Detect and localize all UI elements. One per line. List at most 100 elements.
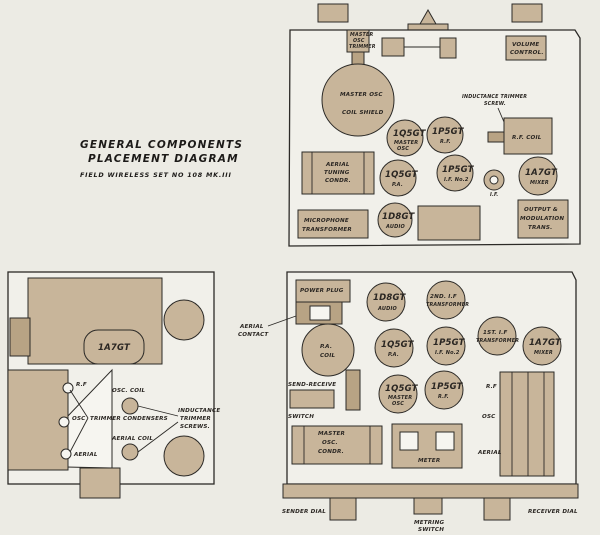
if2-transformer xyxy=(426,280,466,320)
side-view-front-block xyxy=(7,369,69,471)
send-receive-label-1: SEND-RECEIVE xyxy=(288,382,336,388)
if1-transformer-label-2: TRANSFORMER xyxy=(476,338,519,344)
metring-switch-label-1: METRING xyxy=(414,520,444,526)
bottom-right-chassis-view: POWER PLUG AERIAL CONTACT P.A. COIL SEND… xyxy=(238,271,579,533)
br-tube-1a7gt-mixer-role: MIXER xyxy=(534,350,553,356)
top-knob-left xyxy=(317,3,349,23)
coil-shield-label-1: MASTER OSC xyxy=(340,92,383,98)
metring-switch-label-2: SWITCH xyxy=(418,527,444,533)
output-modulation-transformer xyxy=(517,199,569,239)
br-tube-1p5gt-if2-role: I.F. No.2 xyxy=(435,350,460,356)
tube-1q5gt-master-osc-role-1: MASTER xyxy=(394,140,418,146)
br-tube-1q5gt-master-osc-type: 1Q5GT xyxy=(385,384,419,394)
inductance-trimmer-leader xyxy=(497,107,505,123)
output-modulation-label-2: MODULATION xyxy=(520,216,564,222)
br-tube-1a7gt-mixer-type: 1A7GT xyxy=(529,338,562,348)
side-view-disc-top xyxy=(163,299,205,341)
master-osc-condr-label-2: OSC. xyxy=(322,440,338,446)
bottom-left-side-view: 1A7GT R.F OSC AERIAL OSC. COIL AERIAL CO… xyxy=(7,271,220,499)
if2-transformer-label-2: TRANSFORMER xyxy=(426,302,469,308)
tube-1a7gt-mixer xyxy=(518,156,558,196)
rf-coil xyxy=(503,117,553,155)
tube-1p5gt-if2-type: 1P5GT xyxy=(442,165,475,175)
receiver-dial-label: RECEIVER DIAL xyxy=(528,509,578,515)
if-can-core xyxy=(489,175,499,185)
coil-shield-label-2: COIL SHIELD xyxy=(342,110,384,116)
tube-1q5gt-pa-type: 1Q5GT xyxy=(385,170,419,180)
aerial-contact-label-1: AERIAL xyxy=(239,324,264,330)
inductance-screws-leader-1 xyxy=(137,405,179,417)
front-panel-base xyxy=(282,483,579,499)
master-osc-trimmer-label-2: OSC xyxy=(353,38,365,44)
power-plug-label: POWER PLUG xyxy=(300,288,344,294)
inductance-screws-leader-2 xyxy=(137,421,179,453)
br-tube-1d8gt-audio-role: AUDIO xyxy=(377,306,398,312)
tube-1d8gt-audio-type: 1D8GT xyxy=(382,212,416,222)
br-tube-1p5gt-rf-role: R.F. xyxy=(438,394,449,400)
master-osc-coil-shield xyxy=(321,63,395,137)
br-tube-1a7gt-mixer xyxy=(522,326,562,366)
volume-control xyxy=(505,35,547,61)
tube-1p5gt-if2 xyxy=(436,154,474,192)
sender-dial xyxy=(329,497,357,521)
aerial-contact-label-2: CONTACT xyxy=(238,332,269,338)
pa-coil xyxy=(301,323,355,377)
trimmer-condensers-label: TRIMMER CONDENSERS xyxy=(90,416,168,422)
inductance-trimmer-screw-label-2: SCREW. xyxy=(484,101,506,107)
tube-1q5gt-master-osc-type: 1Q5GT xyxy=(393,129,427,139)
top-knob-right xyxy=(511,3,543,23)
aerial-coil xyxy=(121,443,139,461)
top-chassis-view: MASTER OSC TRIMMER VOLUME CONTROL. MASTE… xyxy=(288,3,581,247)
side-tube-1a7gt-label: 1A7GT xyxy=(98,343,131,353)
side-view-bracket xyxy=(9,317,31,357)
metring-switch xyxy=(413,497,443,515)
side-label-osc-left: OSC xyxy=(72,416,86,422)
inductance-trimmer-screw-label-1: INDUCTANCE TRIMMER xyxy=(462,94,527,100)
br-tube-1d8gt-audio xyxy=(366,282,406,322)
br-tube-1q5gt-pa-role: P.A. xyxy=(388,352,399,358)
side-label-rf-left: R.F xyxy=(76,382,87,388)
aerial-tuning-label-2: TUNING xyxy=(324,170,350,176)
br-tube-1p5gt-if2 xyxy=(426,326,466,366)
trimmer-osc xyxy=(58,416,70,428)
osc-coil xyxy=(121,397,139,415)
tube-1d8gt-audio xyxy=(377,202,413,238)
title-line-2: PLACEMENT DIAGRAM xyxy=(88,153,239,165)
trimmer-leader-2 xyxy=(69,417,89,453)
meter-terminal-right xyxy=(435,431,455,451)
if-can-label: I.F. xyxy=(490,192,498,198)
br-tube-1p5gt-if2-type: 1P5GT xyxy=(433,338,466,348)
master-osc-condr-label-1: MASTER xyxy=(318,431,345,437)
side-view-disc-bottom xyxy=(163,435,205,477)
tube-1p5gt-rf xyxy=(426,116,464,154)
sender-dial-label: SENDER DIAL xyxy=(282,509,326,515)
rf-coil-label: R.F. COIL xyxy=(512,135,542,141)
tube-1d8gt-audio-role: AUDIO xyxy=(385,224,406,230)
br-tube-1q5gt-master-osc xyxy=(378,374,418,414)
volume-control-label-2: CONTROL. xyxy=(510,50,544,56)
br-tube-1p5gt-rf xyxy=(424,370,464,410)
br-tube-1q5gt-master-osc-role-1: MASTER xyxy=(388,395,412,401)
pa-coil-label-1: P.A. xyxy=(320,344,332,350)
power-plug-pins xyxy=(309,305,331,321)
tube-1p5gt-if2-role: I.F. No.2 xyxy=(444,177,469,183)
receiver-dial xyxy=(483,497,511,521)
side-label-osc: OSC xyxy=(482,414,496,420)
br-tube-1q5gt-pa xyxy=(374,328,414,368)
meter-label: METER xyxy=(418,458,440,464)
top-antenna-stub xyxy=(419,8,437,25)
tube-1q5gt-pa xyxy=(379,159,417,197)
inductance-screws-label-2: TRIMMER xyxy=(180,416,211,422)
tube-1q5gt-master-osc-role-2: OSC xyxy=(397,146,409,152)
top-small-component-2 xyxy=(439,37,457,59)
trimmer-rf xyxy=(62,382,74,394)
tuning-coil-assembly xyxy=(499,371,555,477)
trimmer-leader-1 xyxy=(69,389,89,419)
microphone-transformer xyxy=(297,209,369,239)
br-tube-1p5gt-rf-type: 1P5GT xyxy=(431,382,464,392)
side-tube-1a7gt xyxy=(83,329,145,365)
tube-1q5gt-master-osc xyxy=(386,119,424,157)
if2-transformer-label-1: 2ND. I.F xyxy=(430,294,457,300)
master-osc-condenser xyxy=(291,425,383,465)
tube-1a7gt-mixer-role: MIXER xyxy=(530,180,549,186)
